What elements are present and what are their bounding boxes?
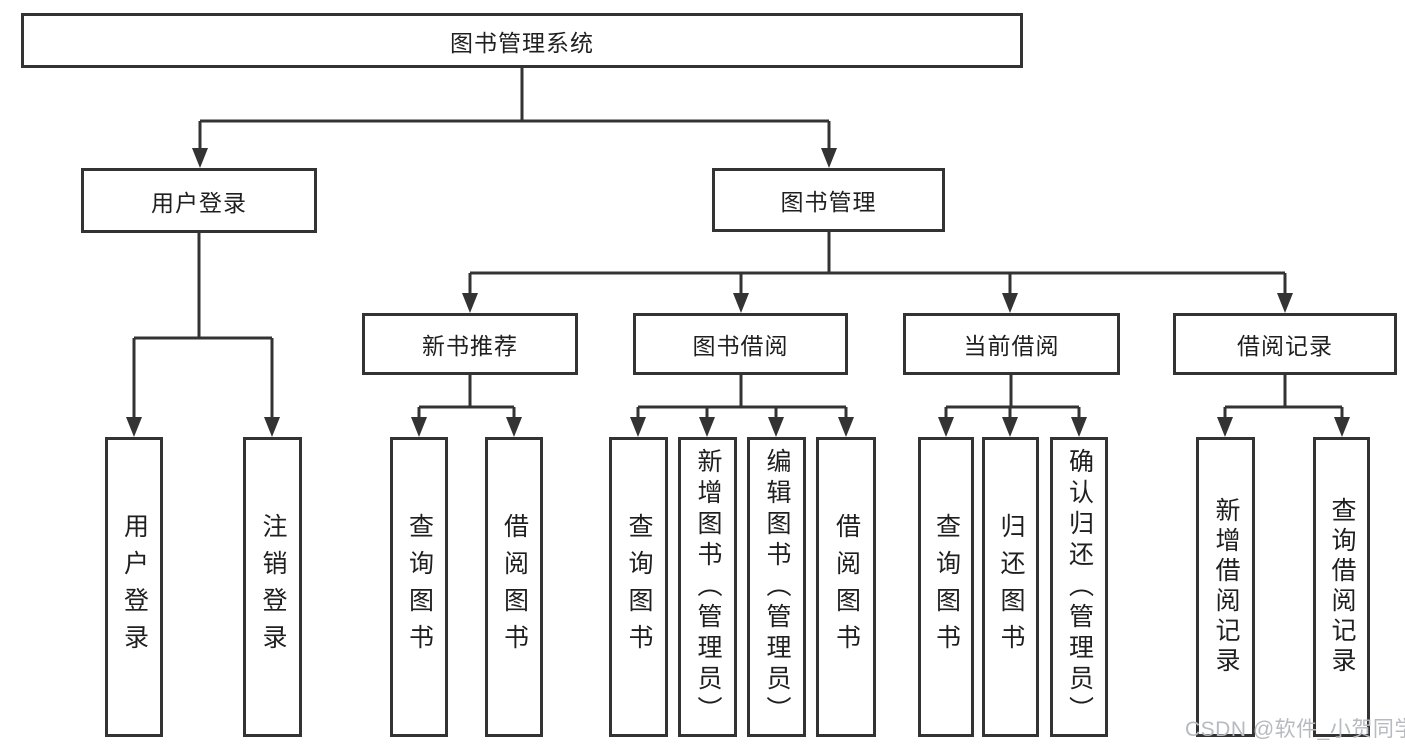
leaf-return-books: 归还图书 xyxy=(982,437,1039,737)
leaf-edit-books-admin: 编辑图书（管理员） xyxy=(747,437,806,737)
leaf-user-login: 用户登录 xyxy=(105,437,163,737)
leaf-query-borrow-record: 查询借阅记录 xyxy=(1313,437,1370,737)
node-new-book-recommend: 新书推荐 xyxy=(362,313,578,375)
node-current-borrow: 当前借阅 xyxy=(903,313,1120,375)
leaf-add-borrow-record: 新增借阅记录 xyxy=(1196,437,1255,737)
leaf-query-books-3: 查询图书 xyxy=(918,437,974,737)
leaf-add-books-admin: 新增图书（管理员） xyxy=(678,437,737,737)
node-book-borrow: 图书借阅 xyxy=(633,313,848,375)
leaf-borrow-books-1: 借阅图书 xyxy=(485,437,543,737)
csdn-watermark: CSDN @软件_小贺同学 xyxy=(1185,718,1405,741)
node-borrow-records: 借阅记录 xyxy=(1173,313,1397,375)
node-book-management: 图书管理 xyxy=(712,168,945,232)
node-root: 图书管理系统 xyxy=(21,13,1023,68)
leaf-confirm-return-admin: 确认归还（管理员） xyxy=(1050,437,1108,737)
arrowhead-icons xyxy=(126,148,1350,437)
leaf-borrow-books-2: 借阅图书 xyxy=(816,437,876,737)
node-user-login: 用户登录 xyxy=(81,168,317,233)
leaf-logout: 注销登录 xyxy=(243,437,302,737)
leaf-query-books-2: 查询图书 xyxy=(609,437,668,737)
leaf-query-books-1: 查询图书 xyxy=(390,437,448,737)
